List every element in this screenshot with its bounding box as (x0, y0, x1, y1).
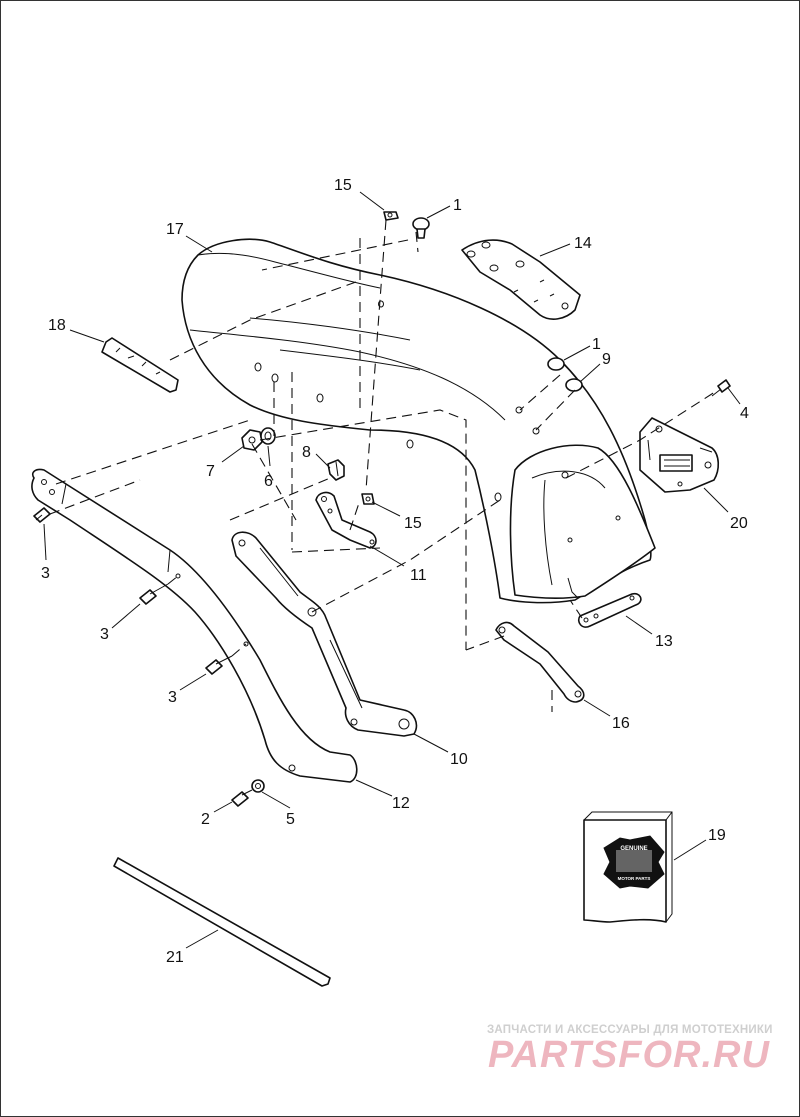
clip-nut-15-lower (361, 493, 375, 505)
callout-10: 10 (450, 751, 468, 768)
callout-20: 20 (730, 515, 748, 532)
callout-5: 5 (286, 811, 295, 828)
callout-9: 9 (602, 351, 611, 368)
clip-nut-15-top (383, 211, 399, 221)
callout-12: 12 (392, 795, 410, 812)
reflector-strip (101, 337, 179, 393)
badge-top-text: GENUINE (620, 846, 647, 852)
screw-4 (711, 379, 731, 397)
callout-3b: 3 (100, 626, 109, 643)
strap-16 (495, 621, 585, 703)
plug-1-top (412, 217, 430, 239)
screw-3a (33, 507, 51, 523)
callout-3c: 3 (168, 689, 177, 706)
plug-9 (565, 378, 583, 392)
bracket-20 (639, 417, 720, 493)
watermark-tagline: ЗАПЧАСТИ И АКСЕССУАРЫ ДЛЯ МОТОТЕХНИКИ (487, 1024, 773, 1036)
callout-2: 2 (201, 811, 210, 828)
callout-1-top: 1 (453, 197, 462, 214)
screw-2 (231, 789, 253, 807)
side-rail-12 (31, 468, 358, 783)
callout-19: 19 (708, 827, 726, 844)
callout-18: 18 (48, 317, 66, 334)
washer-6 (260, 427, 276, 445)
trim-strip-21 (113, 857, 331, 987)
screw-3c (205, 655, 233, 675)
callout-7: 7 (206, 463, 215, 480)
leader-lines (43, 191, 741, 949)
clip-8 (327, 459, 345, 481)
callout-21: 21 (166, 949, 184, 966)
callout-11: 11 (410, 567, 427, 584)
callout-numbers: 15 1 17 14 18 1 9 4 7 6 8 15 20 3 11 3 1… (41, 177, 749, 966)
genuine-badge-logo: GENUINE MOTOR PARTS (618, 846, 651, 881)
callout-17: 17 (166, 221, 184, 238)
bracket-11 (315, 491, 377, 549)
plug-1-side (547, 357, 565, 371)
fender-plate (461, 239, 581, 320)
alignment-lines (49, 219, 719, 712)
callout-14: 14 (574, 235, 592, 252)
callout-3a: 3 (41, 565, 50, 582)
callout-1-side: 1 (592, 336, 601, 353)
badge-bottom-text: MOTOR PARTS (618, 876, 651, 881)
watermark-brand-logo: PARTSFOR.RU (488, 1034, 770, 1076)
callout-13: 13 (655, 633, 673, 650)
washer-5 (251, 779, 265, 793)
callout-4: 4 (740, 405, 749, 422)
mount-bar-13 (577, 592, 642, 628)
callout-8: 8 (302, 444, 311, 461)
genuine-parts-box (583, 811, 673, 923)
rear-fender (181, 238, 656, 604)
callout-16: 16 (612, 715, 630, 732)
screw-3b (139, 583, 169, 605)
callout-6: 6 (264, 473, 273, 490)
callout-15-lower: 15 (404, 515, 422, 532)
callout-15-top: 15 (334, 177, 352, 194)
nut-7 (241, 429, 263, 451)
